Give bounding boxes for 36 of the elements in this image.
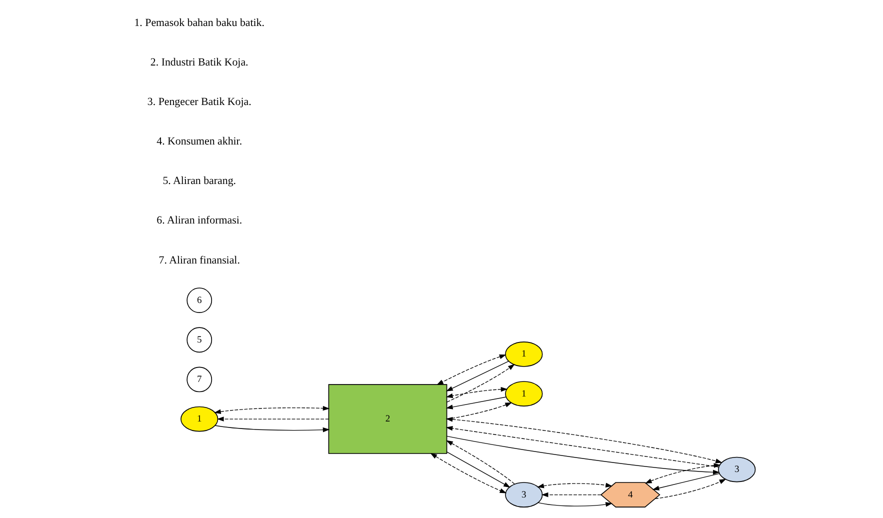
arrow (446, 360, 509, 392)
node-circle: 7 (186, 366, 212, 392)
arrow (445, 417, 722, 464)
arrow (216, 416, 329, 422)
legend-label: 4. Konsumen akhir. (156, 136, 242, 148)
arrow (445, 426, 718, 468)
arrow (446, 402, 512, 420)
arrow (536, 482, 612, 488)
node-ellipse: 3 (718, 456, 756, 482)
arrow (446, 364, 514, 402)
arrow (445, 396, 506, 410)
node-ellipse: 1 (504, 342, 542, 367)
legend-label: 1. Pemasok bahan baku batik. (134, 16, 264, 29)
arrow (214, 425, 330, 432)
legend-label: 5. Aliran barang. (162, 175, 236, 188)
legend-label: 6. Aliran informasi. (156, 214, 242, 227)
node-circle: 5 (186, 327, 212, 353)
node-box: 2 (328, 384, 447, 454)
arrow (430, 453, 506, 494)
arrow (644, 463, 720, 484)
node-ellipse: 3 (504, 482, 542, 508)
arrow (436, 354, 506, 386)
arrow (652, 473, 720, 490)
legend-label: 7. Aliran finansial. (158, 254, 240, 266)
arrow (537, 502, 612, 507)
arrow (214, 406, 330, 414)
legend-label: 3. Pengecer Batik Koja. (146, 96, 251, 108)
node-circle: 6 (186, 288, 212, 313)
legend-label: 2. Industri Batik Koja. (150, 56, 248, 68)
arrow (446, 452, 510, 488)
node-ellipse: 1 (180, 406, 218, 432)
arrow (445, 386, 508, 398)
arrow (446, 440, 514, 484)
arrow (540, 492, 601, 498)
arrow (654, 478, 726, 499)
arrow (446, 436, 720, 475)
